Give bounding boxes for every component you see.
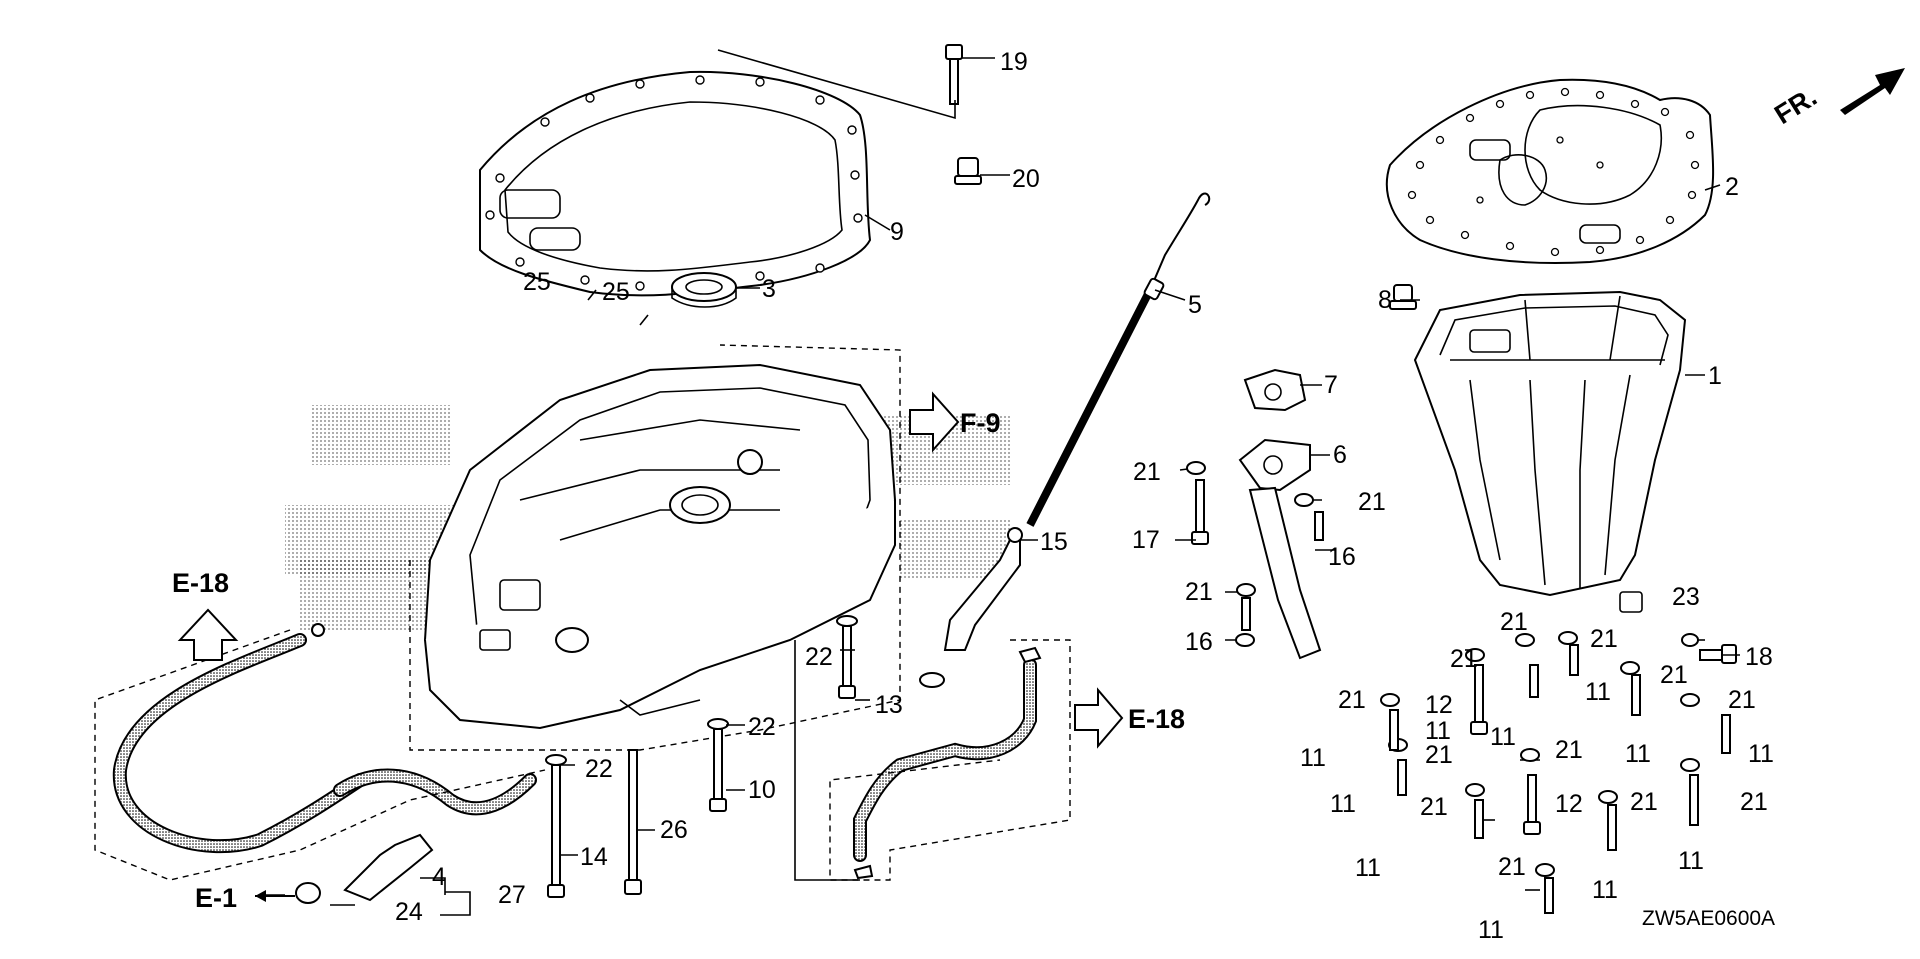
callout-21-j: 21	[1425, 741, 1453, 769]
callout-21-f: 21	[1590, 625, 1618, 653]
plug-8	[1389, 284, 1417, 310]
callout-22-a: 22	[805, 643, 833, 671]
dipstick-pipe-15	[919, 527, 1023, 688]
callout-20: 20	[1012, 165, 1040, 193]
arrow-left-e1	[255, 890, 295, 902]
reference-labels: E-18 E-18 F-9 E-1 FR. ZW5AE0600A	[172, 82, 1822, 930]
callout-14: 14	[580, 843, 608, 871]
small-bolts	[1241, 511, 1731, 914]
callout-21-c: 21	[1185, 578, 1213, 606]
callout-21-o: 21	[1498, 853, 1526, 881]
callout-21-a: 21	[1133, 458, 1161, 486]
callout-11-a: 11	[1425, 717, 1451, 745]
bracket-6	[1238, 438, 1322, 660]
callout-3: 3	[762, 275, 776, 303]
callout-4: 4	[432, 863, 446, 891]
left-hose	[94, 623, 546, 881]
callout-11-i: 11	[1678, 847, 1704, 875]
plate-7	[1243, 368, 1307, 412]
oil-seal-3	[671, 272, 737, 308]
callout-21-b: 21	[1358, 488, 1386, 516]
gasket-9	[479, 70, 872, 297]
callout-22-c: 22	[585, 755, 613, 783]
callout-12-b: 12	[1555, 790, 1583, 818]
callout-23: 23	[1672, 583, 1700, 611]
gasket-2	[1385, 78, 1715, 264]
ref-f9: F-9	[960, 408, 1001, 438]
callout-19: 19	[1000, 48, 1028, 76]
callout-16-b: 16	[1185, 628, 1213, 656]
ref-e1: E-1	[195, 883, 237, 913]
callout-18: 18	[1745, 643, 1773, 671]
callout-11-j: 11	[1592, 876, 1618, 904]
case-dashed-outline	[409, 344, 901, 751]
callout-21-k: 21	[1555, 736, 1583, 764]
bolt-12-a	[1470, 664, 1488, 735]
ref-e18-right: E-18	[1128, 704, 1185, 734]
bolt-10	[707, 718, 729, 812]
bolt-13	[836, 615, 858, 699]
callout-13: 13	[875, 691, 903, 719]
nut-20	[954, 157, 982, 185]
callout-11-c: 11	[1330, 790, 1356, 818]
callout-9: 9	[890, 218, 904, 246]
callout-15: 15	[1040, 528, 1068, 556]
bolt-19	[945, 44, 963, 105]
callout-25-b: 25	[602, 278, 630, 306]
callout-21-n: 21	[1740, 788, 1768, 816]
callout-21-h: 21	[1728, 686, 1756, 714]
callout-11-h: 11	[1748, 740, 1774, 768]
dipstick-5	[1026, 192, 1211, 527]
callout-24: 24	[395, 898, 423, 926]
callout-21-i: 21	[1338, 686, 1366, 714]
callout-11-g: 11	[1625, 740, 1651, 768]
bolt-14	[545, 754, 567, 898]
callout-22-b: 22	[748, 713, 776, 741]
callout-10: 10	[748, 776, 776, 804]
bolt-12-b	[1523, 774, 1541, 835]
callout-11-e: 11	[1490, 723, 1516, 751]
callout-21-d: 21	[1500, 608, 1528, 636]
diagram-code: ZW5AE0600A	[1642, 907, 1775, 930]
callout-21-e: 21	[1450, 645, 1478, 673]
hose-fitting-4	[295, 833, 434, 904]
callout-2: 2	[1725, 173, 1739, 201]
callout-7: 7	[1324, 371, 1338, 399]
callout-1: 1	[1708, 362, 1722, 390]
bolt-17	[1191, 479, 1209, 545]
callout-11-b: 11	[1300, 744, 1326, 772]
callout-16-a: 16	[1328, 543, 1356, 571]
right-hose	[794, 639, 1071, 881]
callout-6: 6	[1333, 441, 1347, 469]
callout-12-a: 12	[1425, 691, 1453, 719]
arrow-up-e18	[177, 608, 239, 661]
callout-21-g: 21	[1660, 661, 1688, 689]
arrow-right-f9	[909, 391, 960, 453]
stud-26	[624, 749, 642, 895]
ref-e18-left: E-18	[172, 568, 229, 598]
callout-21-l: 21	[1420, 793, 1448, 821]
callout-11-d: 11	[1355, 854, 1381, 882]
front-arrow-icon	[1840, 68, 1905, 115]
callout-8: 8	[1378, 286, 1392, 314]
callout-25-a: 25	[523, 268, 551, 296]
oil-pan-1	[1413, 290, 1687, 613]
callout-11-f: 11	[1585, 678, 1611, 706]
callout-21-m: 21	[1630, 788, 1658, 816]
washers	[1186, 461, 1700, 877]
bolt-18	[1699, 644, 1737, 664]
arrow-right-e18	[1074, 687, 1124, 749]
front-label: FR.	[1769, 82, 1822, 130]
oil-case	[285, 363, 1010, 730]
callout-26: 26	[660, 816, 688, 844]
callout-27: 27	[498, 881, 526, 909]
callouts: 1 2 3 4 5 6 7 8 9 10 11 11 11 11 11 11 1…	[395, 48, 1774, 944]
callout-11-k: 11	[1478, 916, 1504, 944]
callout-5: 5	[1188, 291, 1202, 319]
callout-17: 17	[1132, 526, 1160, 554]
